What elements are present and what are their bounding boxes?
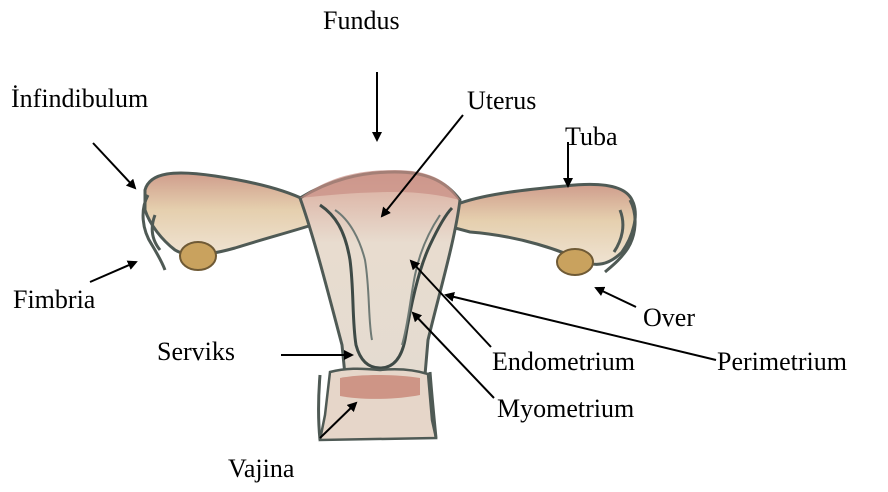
arrow-infundibulum <box>93 143 135 188</box>
label-uterus: Uterus <box>467 88 536 114</box>
label-myometrium: Myometrium <box>497 396 634 422</box>
label-vajina: Vajina <box>228 456 294 482</box>
label-perimetrium: Perimetrium <box>717 349 847 375</box>
label-fundus: Fundus <box>323 8 400 34</box>
uterine-body <box>300 172 460 375</box>
label-tuba: Tuba <box>565 124 618 150</box>
arrow-fimbria <box>90 262 136 282</box>
label-fimbria: Fimbria <box>13 287 95 313</box>
arrow-over <box>596 288 636 307</box>
label-serviks: Serviks <box>157 339 235 365</box>
label-over: Over <box>643 305 695 331</box>
label-endometrium: Endometrium <box>492 349 635 375</box>
left-ovary <box>180 242 216 270</box>
right-ovary <box>557 249 593 275</box>
label-infundibulum: İnfindibulum <box>11 86 148 112</box>
right-fallopian-tube <box>455 184 635 264</box>
left-fallopian-tube <box>145 173 312 255</box>
